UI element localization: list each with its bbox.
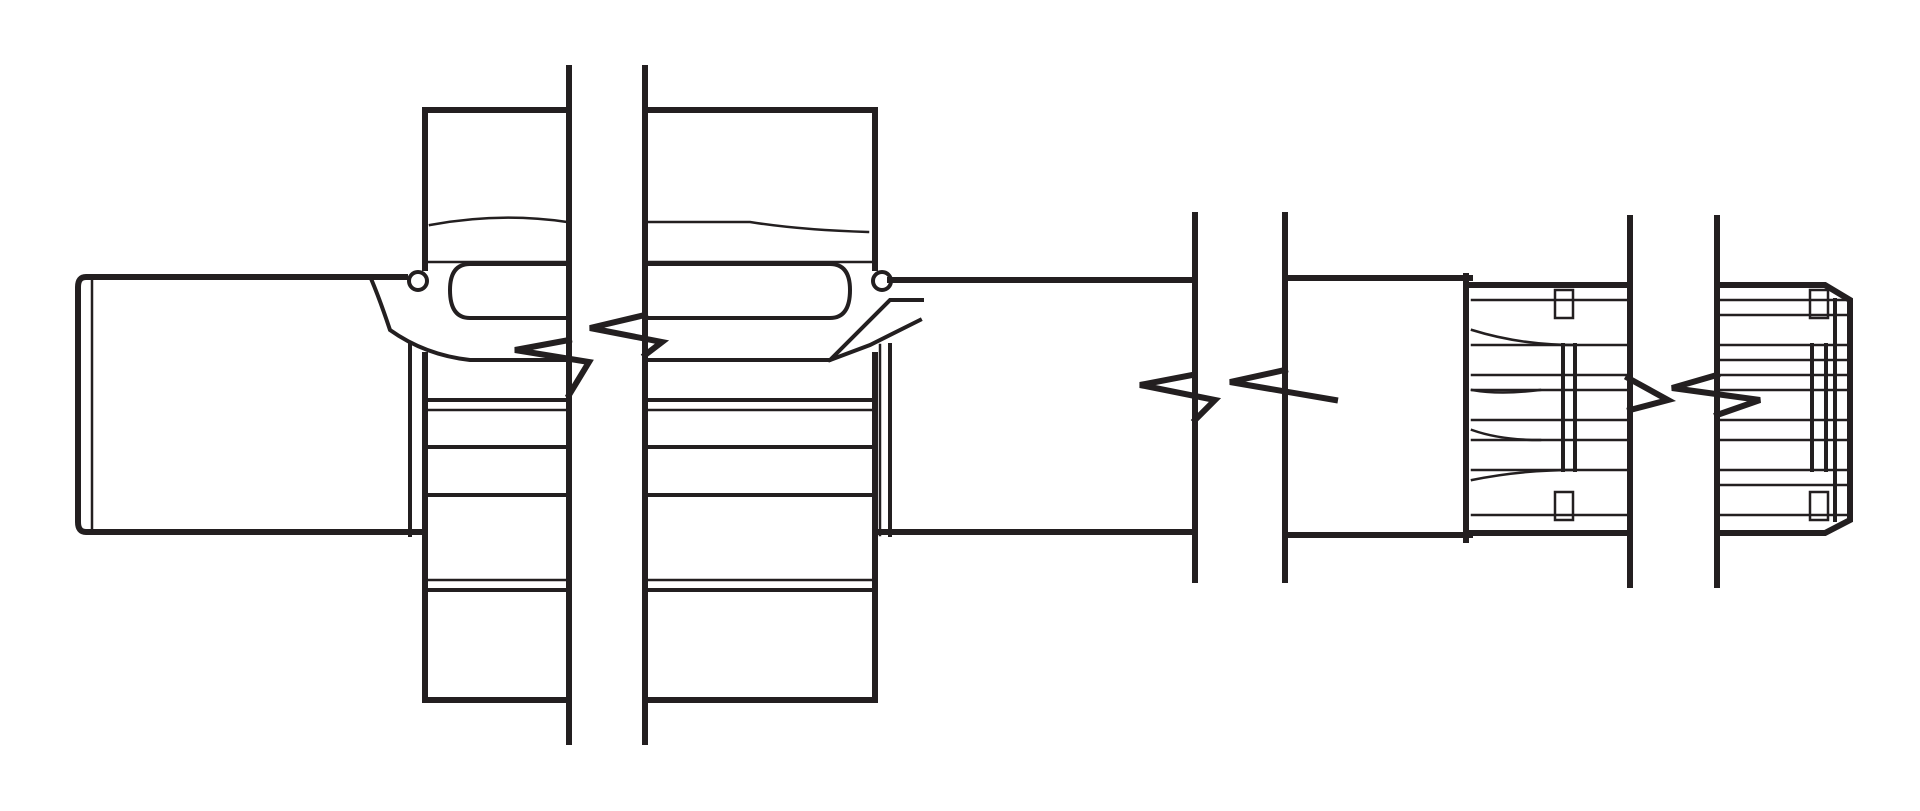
plain-shaft-section (887, 212, 1473, 583)
splined-end (1465, 215, 1853, 588)
plain-shaft-end (75, 274, 408, 535)
keyway-gear (369, 60, 924, 745)
